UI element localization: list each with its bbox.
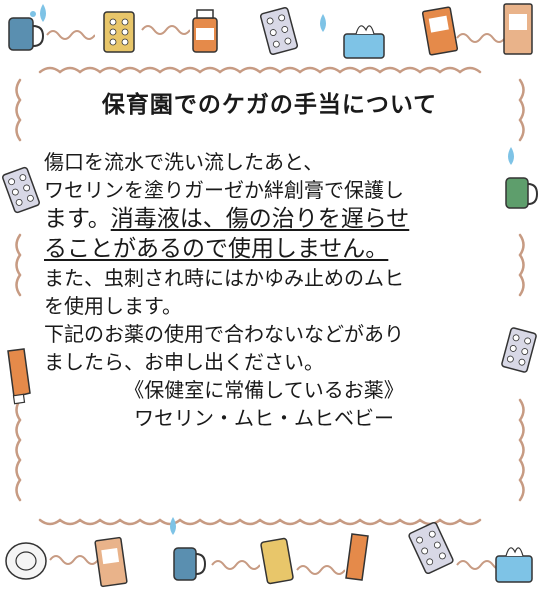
- notice-body: 傷口を流水で洗い流したあと、 ワセリンを塗りガーゼか絆創膏で保護し ます。消毒液…: [44, 148, 504, 432]
- body-line-6: を使用します。: [44, 294, 182, 318]
- wavy-line-icon: [49, 555, 98, 565]
- pill-sheet-icon: [103, 11, 135, 53]
- wavy-line-icon: [211, 560, 260, 570]
- ointment-tube-icon: [345, 533, 369, 581]
- medicine-list-heading: 《保健室に常備しているお薬》: [124, 378, 404, 402]
- wavy-line-icon: [296, 565, 345, 575]
- mug-icon: [8, 11, 45, 51]
- water-drop-icon: [508, 147, 514, 165]
- tissue-box-icon: [343, 25, 385, 59]
- pill-sheet-icon: [501, 327, 537, 373]
- water-drop-icon: [170, 517, 176, 535]
- page-title: 保育園でのケガの手当について: [101, 92, 438, 118]
- body-line-2: ワセリンを塗りガーゼか絆創膏で保護し: [44, 178, 404, 202]
- wavy-line-icon: [141, 25, 190, 35]
- pill-sheet-icon: [260, 537, 294, 585]
- mug-icon: [505, 177, 539, 209]
- medicine-box-icon: [503, 3, 533, 55]
- medicine-bottle-icon: [192, 9, 218, 53]
- body-line-7: 下記のお薬の使用で合わないなどがあり: [44, 322, 404, 346]
- pill-sheet-icon: [260, 7, 299, 55]
- water-drop-icon: [320, 14, 326, 32]
- emphasis-disinfectant-1: 消毒液は、傷の治りを遅らせ: [110, 206, 410, 232]
- body-line-3: ます。消毒液は、傷の治りを遅らせ: [44, 204, 504, 234]
- gauze-roll-icon: [5, 542, 47, 580]
- medicine-box-icon: [94, 536, 128, 588]
- pill-sheet-icon: [2, 166, 40, 214]
- body-line-3-lead: ます。: [44, 206, 111, 232]
- body-line-4: ることがあるので使用しません。: [44, 234, 504, 264]
- water-drop-icon: [40, 4, 46, 22]
- wavy-line-icon: [46, 30, 95, 40]
- ointment-tube-icon: [7, 348, 31, 405]
- medicine-list-items: ワセリン・ムヒ・ムヒベビー: [134, 406, 394, 430]
- emphasis-disinfectant-2: ることがあるので使用しません。: [44, 236, 389, 262]
- wavy-line-icon: [456, 33, 505, 43]
- tissue-box-icon: [495, 547, 533, 583]
- mug-icon: [173, 547, 207, 581]
- pill-sheet-icon: [408, 521, 454, 575]
- body-line-1: 傷口を流水で洗い流したあと、: [44, 150, 324, 174]
- body-line-8: ましたら、お申し出ください。: [44, 350, 324, 374]
- body-line-5: また、虫刺され時にはかゆみ止めのムヒ: [44, 266, 404, 290]
- medicine-box-icon: [421, 6, 459, 56]
